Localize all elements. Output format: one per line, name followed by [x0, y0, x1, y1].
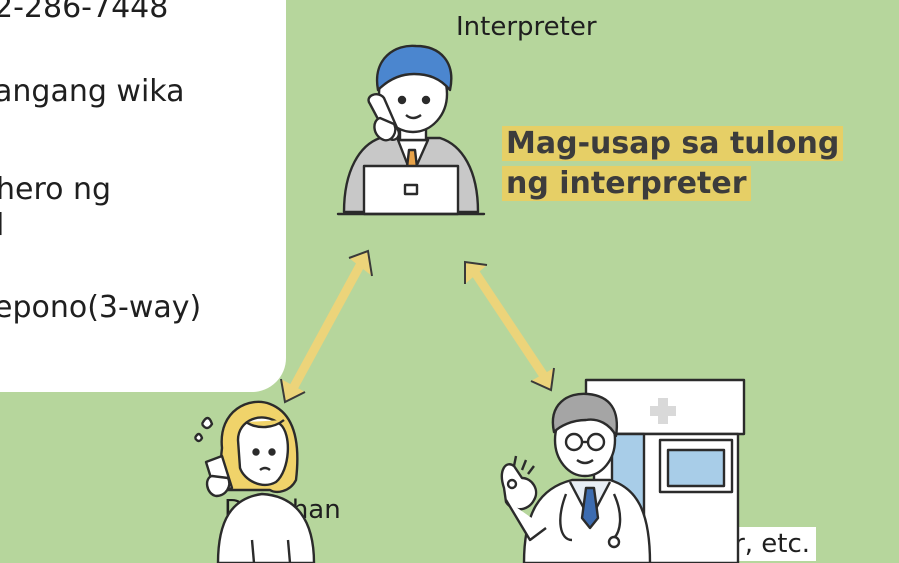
callout-line-2: ng interpreter [502, 166, 751, 201]
double-arrow-icon [464, 260, 555, 392]
interpreter-person-icon [336, 44, 486, 216]
info-line-telephone: epono(3-way) [0, 290, 202, 325]
callout-line-1: Mag-usap sa tulong [502, 126, 844, 161]
info-card [0, 0, 286, 392]
info-line-number-cont: l [0, 208, 5, 243]
info-line-number: hero ng [0, 172, 112, 207]
info-line-language: angang wika [0, 74, 185, 109]
double-arrow-icon [280, 249, 373, 404]
callout-text: Mag-usap sa tulong ng interpreter [502, 124, 844, 204]
worried-woman-icon [193, 400, 316, 563]
interpreter-label: Interpreter [456, 12, 597, 42]
info-line-phone: 2-286-7448 [0, 0, 169, 25]
doctor-icon [500, 392, 652, 563]
